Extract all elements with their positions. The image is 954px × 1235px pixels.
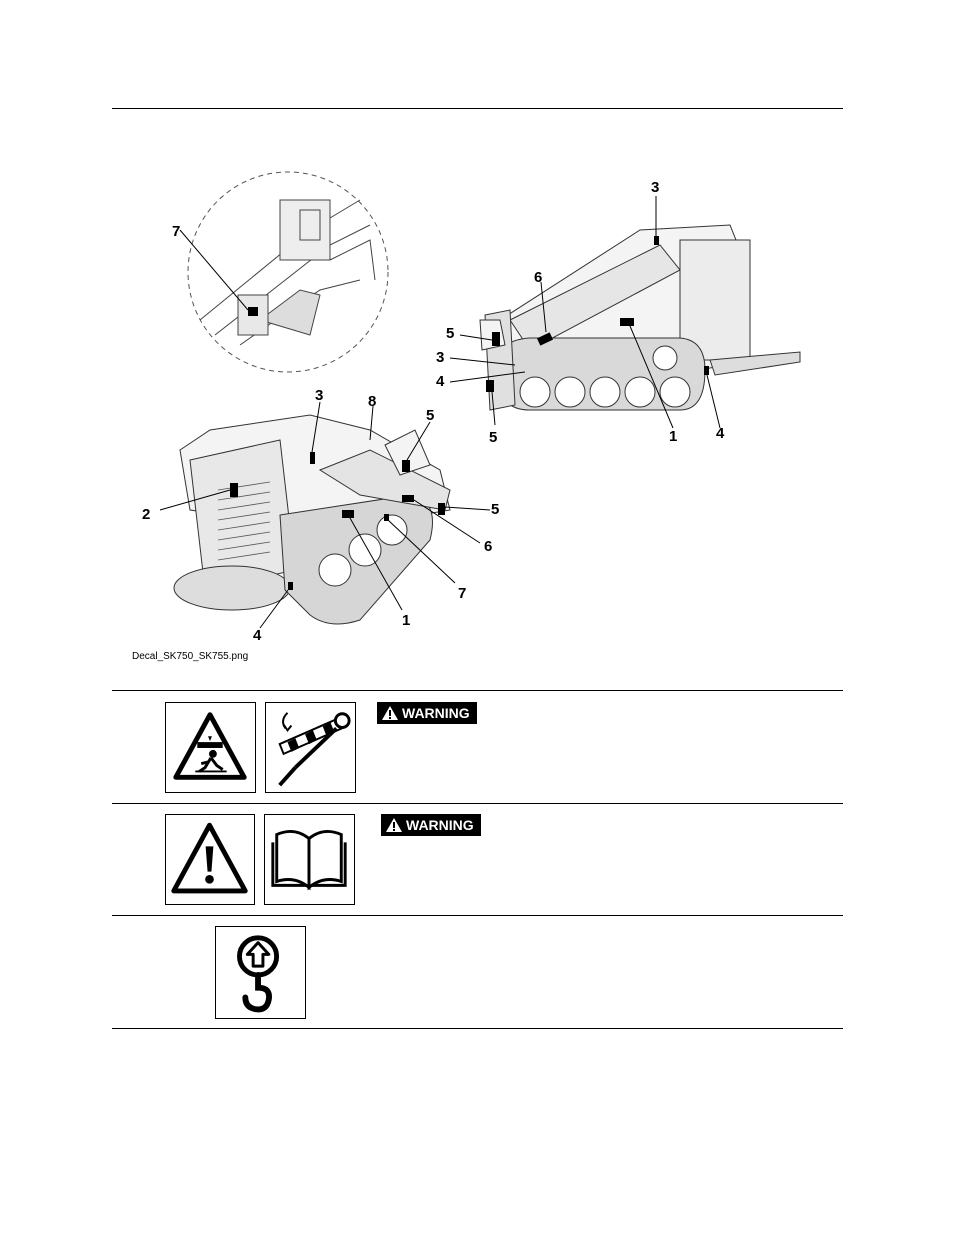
- callout-inset-7: 7: [172, 223, 180, 240]
- operator-manual-icon: [264, 814, 355, 905]
- callout-left-7: 7: [458, 585, 466, 602]
- callout-left-4: 4: [253, 627, 262, 644]
- callout-right-5-top: 5: [446, 325, 454, 342]
- callout-right-6: 6: [534, 269, 542, 286]
- inset-decal-7-marker: [248, 307, 258, 316]
- warning-badge: WARNING: [381, 814, 481, 836]
- callout-left-8: 8: [368, 393, 376, 410]
- callout-right-1: 1: [669, 428, 677, 445]
- table-rule-row-2: [112, 915, 843, 916]
- warning-triangle-icon: [386, 818, 402, 832]
- lift-arm-support-icon: [265, 702, 356, 793]
- warning-badge: WARNING: [377, 702, 477, 724]
- warning-badge-label: WARNING: [402, 705, 470, 721]
- inset-detail: [179, 171, 389, 373]
- callout-right-3-mid: 3: [436, 349, 444, 366]
- table-rule-bottom: [112, 1028, 843, 1029]
- right-leader-lines: [449, 196, 721, 429]
- table-rule-row-1: [112, 803, 843, 804]
- callout-right-3-top: 3: [651, 179, 659, 196]
- caution-exclamation-icon: [165, 814, 255, 905]
- callout-left-1: 1: [402, 612, 410, 629]
- right-decal-markers: [486, 236, 709, 392]
- figure-caption: Decal_SK750_SK755.png: [132, 651, 249, 662]
- callout-left-2: 2: [142, 506, 150, 523]
- callout-right-4-left: 4: [436, 373, 445, 390]
- warning-badge-label: WARNING: [406, 817, 474, 833]
- machine-left: [173, 414, 451, 625]
- callout-right-4-right: 4: [716, 425, 725, 442]
- callout-left-3: 3: [315, 387, 323, 404]
- header-rule: [112, 108, 843, 109]
- left-leader-lines: [159, 401, 491, 629]
- crush-hazard-icon: [165, 702, 256, 793]
- decal-location-figure: 7 3 6 5 3 4 5 1 4 3 8 5 2 5 6 7 1 4: [142, 171, 801, 644]
- callout-left-5-top: 5: [426, 407, 434, 424]
- left-decal-markers: [230, 452, 445, 590]
- callout-right-5-bottom: 5: [489, 429, 497, 446]
- table-rule-top: [112, 690, 843, 691]
- machine-right: [479, 224, 801, 411]
- lift-point-hook-icon: [215, 926, 306, 1019]
- warning-triangle-icon: [382, 706, 398, 720]
- callout-left-6: 6: [484, 538, 492, 555]
- callout-left-5-right: 5: [491, 501, 499, 518]
